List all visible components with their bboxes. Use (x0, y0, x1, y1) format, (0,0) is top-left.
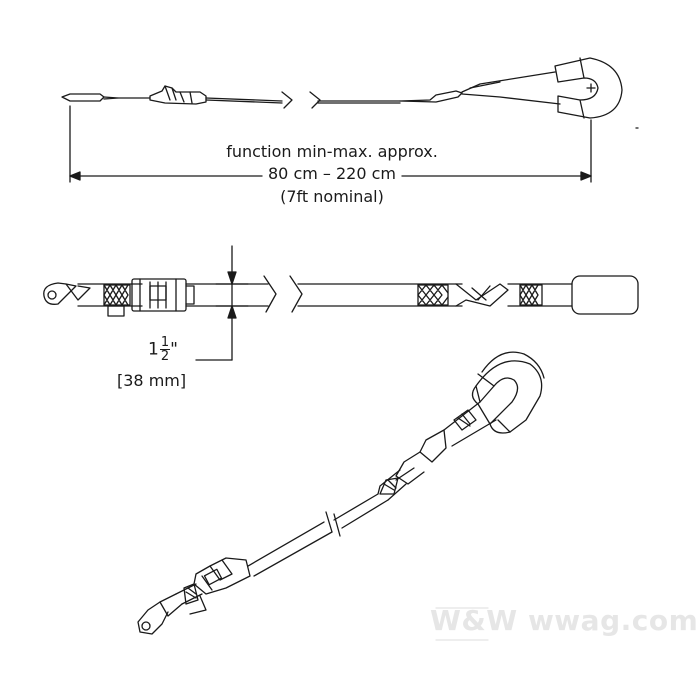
width-whole: 1 (148, 339, 159, 360)
side-link (455, 283, 509, 307)
dimension-label-nominal: (7ft nominal) (280, 187, 384, 206)
persp-hook (137, 593, 183, 635)
break-mark-persp (325, 511, 341, 537)
width-dimension (195, 245, 249, 361)
top-ratchet (149, 85, 207, 105)
persp-tab (189, 595, 207, 615)
side-stitch-right (519, 284, 543, 306)
persp-stitch-bottom (183, 583, 199, 605)
persp-link-bottom (395, 451, 425, 485)
break-mark-top-right (309, 91, 321, 109)
top-view-strap (61, 57, 623, 119)
top-hook-right (399, 90, 463, 103)
persp-stitch-mid (379, 477, 399, 495)
width-unit: " (170, 339, 178, 360)
side-ratchet (131, 278, 195, 312)
break-mark-side-left (263, 275, 277, 313)
side-stitch-mid (417, 284, 449, 306)
side-hook (43, 282, 91, 305)
persp-ratchet (193, 557, 251, 595)
top-soft-loop (554, 57, 623, 119)
side-view-strap (43, 275, 639, 317)
persp-soft-loop (471, 351, 545, 434)
dimension-label-range: 80 cm – 220 cm (263, 164, 401, 183)
side-tab (107, 305, 125, 317)
perspective-strap (137, 351, 545, 635)
watermark-logo: W&W (430, 604, 518, 637)
break-mark-side-right (289, 275, 303, 313)
dim-arrow-right (580, 171, 592, 181)
dimension-label-title: function min-max. approx. (226, 142, 438, 161)
watermark: W&W wwag.com (430, 604, 698, 637)
watermark-site: wwag.com (527, 604, 699, 637)
top-hook-eye (103, 96, 119, 100)
side-stitch-left (103, 284, 131, 306)
break-mark-top-left (281, 91, 293, 109)
side-soft-loop (571, 275, 639, 315)
persp-stitch-top (453, 409, 477, 431)
width-numerator: 1 (159, 335, 171, 350)
top-hook (61, 93, 105, 102)
watermark-badge (435, 607, 489, 641)
width-label-metric: [38 mm] (117, 371, 187, 390)
dim-arrow-left (69, 171, 81, 181)
persp-link-top (419, 429, 447, 463)
width-denominator: 2 (160, 349, 170, 364)
top-crosshair (586, 83, 596, 93)
top-dimension (69, 105, 639, 183)
